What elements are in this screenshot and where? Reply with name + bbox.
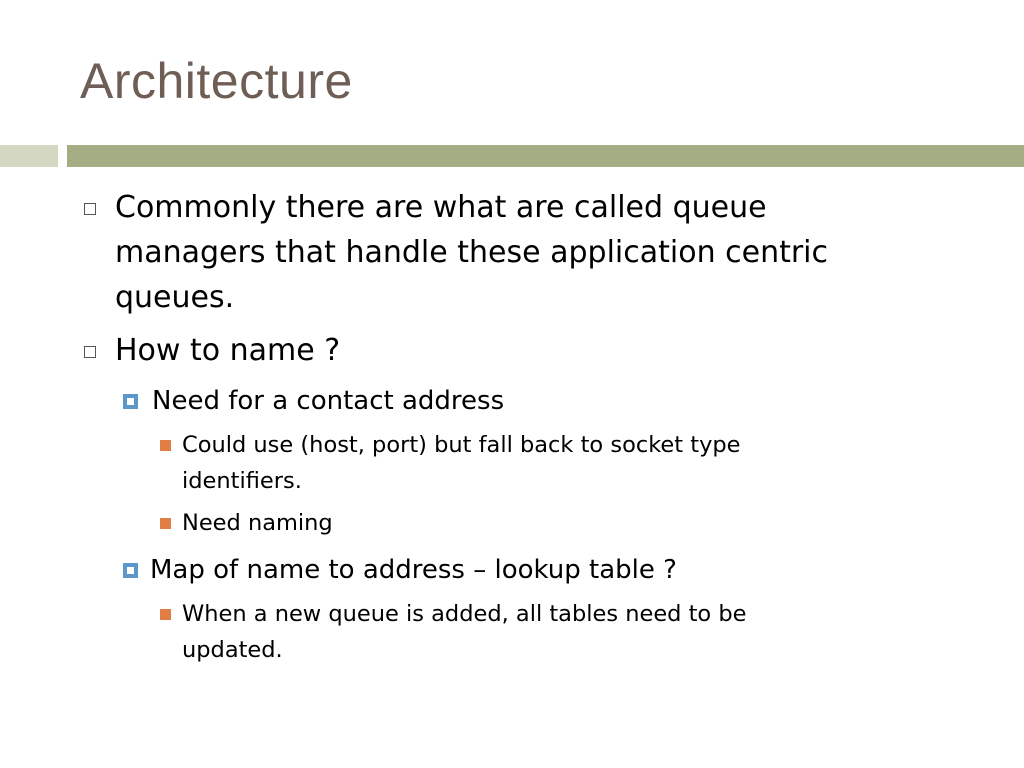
blue-square-icon <box>123 563 138 578</box>
blue-square-icon <box>123 394 138 409</box>
slide-title: Architecture <box>80 53 353 109</box>
title-accent-bar-left <box>0 145 58 167</box>
bullet-2-line-1: How to name ? <box>115 333 341 368</box>
sub-sub-bullet-3-line-2: updated. <box>182 637 283 663</box>
sub-sub-bullet-3-line-1: When a new queue is added, all tables ne… <box>182 601 747 627</box>
hollow-square-icon <box>84 346 96 358</box>
bullet-1-line-3: queues. <box>115 280 235 315</box>
sub-bullet-1: Need for a contact address <box>152 386 505 416</box>
title-accent-bar <box>67 145 1024 167</box>
orange-square-icon <box>160 440 171 451</box>
sub-bullet-2: Map of name to address – lookup table ? <box>150 555 677 585</box>
bullet-1-line-1: Commonly there are what are called queue <box>115 190 767 225</box>
bullet-1-line-2: managers that handle these application c… <box>115 235 829 270</box>
sub-sub-bullet-1-line-2: identifiers. <box>182 468 302 494</box>
orange-square-icon <box>160 518 171 529</box>
hollow-square-icon <box>84 203 96 215</box>
orange-square-icon <box>160 609 171 620</box>
sub-sub-bullet-2: Need naming <box>182 510 333 536</box>
sub-sub-bullet-1-line-1: Could use (host, port) but fall back to … <box>182 432 741 458</box>
